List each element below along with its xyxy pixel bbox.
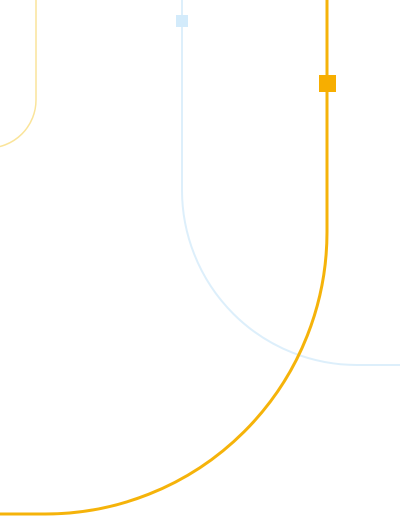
tertiary-square-marker [176,15,188,27]
secondary-curve-line [0,0,37,148]
primary-square-marker [319,75,336,92]
primary-curve-line [0,0,329,516]
tertiary-curve-line [181,0,400,366]
